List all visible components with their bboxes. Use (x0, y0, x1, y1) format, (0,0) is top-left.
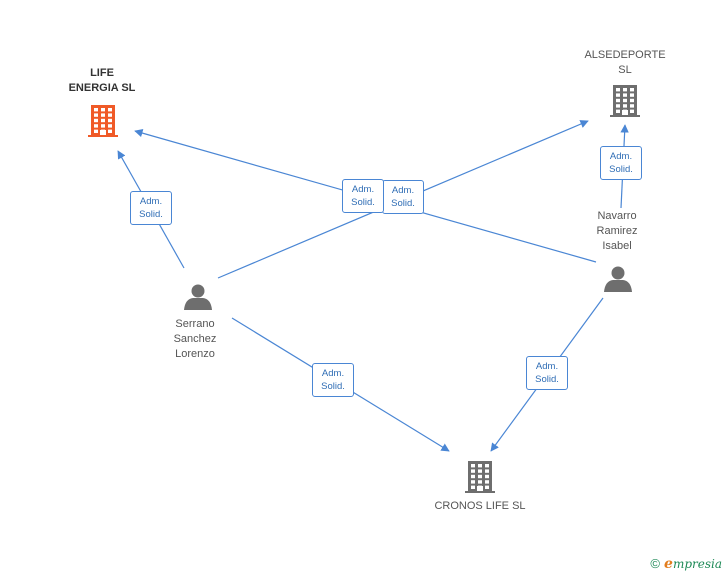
edge-label-navarro-life-energia[interactable]: Adm. Solid. (342, 179, 384, 213)
node-label-cronos-life[interactable]: CRONOS LIFE SL (434, 500, 526, 512)
edge-label-navarro-cronos-life[interactable]: Adm. Solid. (526, 356, 568, 390)
edge-label-serrano-alsedeporte[interactable]: Adm. Solid. (382, 180, 424, 214)
navarro-person-icon[interactable] (604, 266, 632, 293)
edge-label-navarro-alsedeporte[interactable]: Adm. Solid. (600, 146, 642, 180)
copyright-icon: © (650, 556, 661, 571)
empresia-logo: empresia (664, 556, 722, 572)
node-label-serrano[interactable]: Serrano Sanchez Lorenzo (173, 318, 217, 360)
edge-label-serrano-life-energia[interactable]: Adm. Solid. (130, 191, 172, 225)
alsedeporte-building-icon[interactable] (610, 85, 640, 117)
node-label-alsedeporte[interactable]: ALSEDEPORTE SL (584, 49, 666, 76)
node-label-navarro[interactable]: Navarro Ramirez Isabel (596, 210, 638, 252)
cronos-life-building-icon[interactable] (465, 461, 495, 493)
serrano-person-icon[interactable] (184, 284, 212, 311)
edge-label-serrano-cronos-life[interactable]: Adm. Solid. (312, 363, 354, 397)
node-label-life-energia[interactable]: LIFE ENERGIA SL (68, 67, 136, 94)
empresia-footer: ©empresia (650, 556, 722, 572)
life-energia-building-icon[interactable] (88, 105, 118, 137)
